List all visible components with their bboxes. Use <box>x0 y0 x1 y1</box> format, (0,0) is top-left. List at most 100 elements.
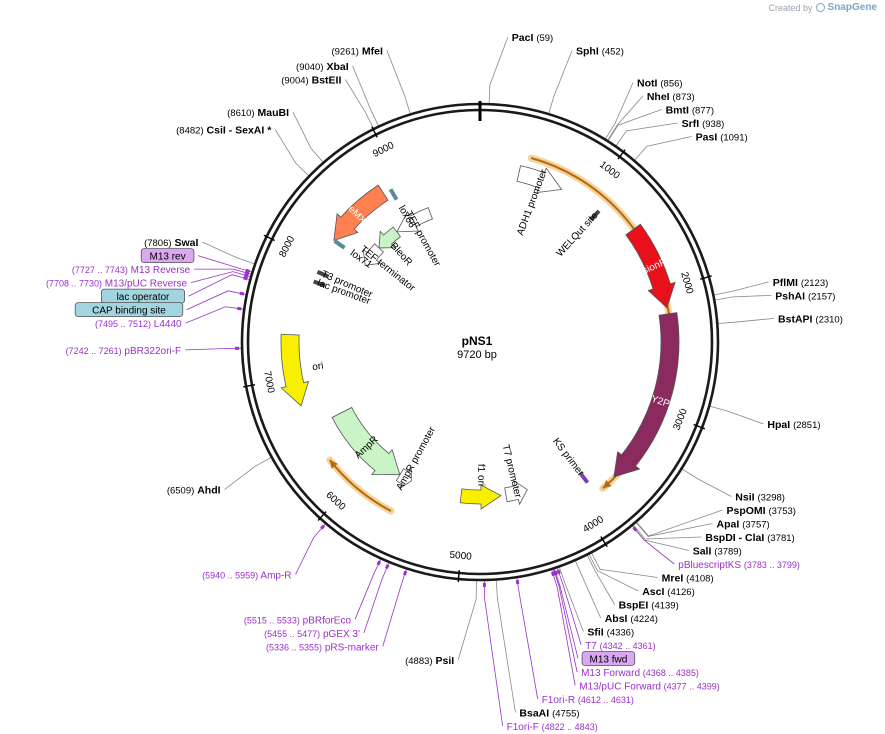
feature-bleor[interactable] <box>378 226 402 249</box>
feature-adh1-promoter[interactable] <box>516 165 563 193</box>
credit-brand: SnapGene <box>827 2 877 13</box>
enzyme-name: AscI <box>642 586 664 598</box>
enzyme-label-text: NheI (873) <box>647 91 695 103</box>
enzyme-name: PasI <box>696 132 718 144</box>
enzyme-label-xbai[interactable]: (9040) XbaI <box>296 61 349 73</box>
enzyme-label-asci[interactable]: AscI (4126) <box>642 586 695 598</box>
enzyme-label-ahdi[interactable]: (6509) AhdI <box>167 485 221 497</box>
enzyme-label-pflmi[interactable]: PflMI (2123) <box>773 277 828 289</box>
enzyme-label-bsteii[interactable]: (9004) BstEII <box>281 74 341 86</box>
enzyme-label-srfi[interactable]: SrfI (938) <box>682 118 725 130</box>
enzyme-label-bmti[interactable]: BmtI (877) <box>666 105 714 117</box>
primer-label-text: (5336 .. 5355) pRS-marker <box>266 642 379 653</box>
enzyme-label-pshai[interactable]: PshAI (2157) <box>775 290 835 302</box>
snapgene-logo-icon <box>815 3 825 12</box>
primer-label-prs-marker[interactable]: (5336 .. 5355) pRS-marker <box>266 642 379 653</box>
enzyme-name: PspOMI <box>726 505 765 517</box>
enzyme-label-absi[interactable]: AbsI (4224) <box>605 613 658 625</box>
enzyme-position: (3298) <box>757 493 784 504</box>
feature-t3-promoter[interactable] <box>316 270 330 279</box>
primer-name: pRS-marker <box>325 642 380 653</box>
primer-label-lac-operator[interactable]: lac operator <box>100 288 185 304</box>
enzyme-position: (2851) <box>793 420 820 431</box>
feature-lac-promoter[interactable] <box>312 279 326 288</box>
primer-range: (7708 .. 7730) <box>46 279 102 289</box>
primer-label-m13-rev[interactable]: M13 rev <box>140 248 195 264</box>
primer-label-f1ori-r[interactable]: F1ori-R (4612 .. 4631) <box>542 695 634 706</box>
enzyme-label-sfii[interactable]: SfiI (4336) <box>587 627 634 639</box>
tick-label: 9000 <box>371 140 396 160</box>
feature-lox71[interactable] <box>333 239 346 250</box>
primer-name: pGEX 3' <box>323 629 360 640</box>
feature-welqut-site[interactable] <box>589 209 601 222</box>
enzyme-name: BstAPI <box>778 313 813 325</box>
primer-label-m13-forward[interactable]: M13 Forward (4368 .. 4385) <box>581 668 699 679</box>
enzyme-label-nsii[interactable]: NsiI (3298) <box>735 492 785 504</box>
enzyme-label-mfei[interactable]: (9261) MfeI <box>331 45 382 57</box>
primer-label-m13-reverse[interactable]: (7727 .. 7743) M13 Reverse <box>72 265 191 276</box>
enzyme-label-bstapi[interactable]: BstAPI (2310) <box>778 313 843 325</box>
enzyme-label-swai[interactable]: (7806) SwaI <box>144 237 198 249</box>
enzyme-label-text: (9004) BstEII <box>281 74 341 86</box>
enzyme-label-maubi[interactable]: (8610) MauBI <box>227 107 289 119</box>
feature-t7-promoter[interactable] <box>504 480 528 506</box>
enzyme-label-mrei[interactable]: MreI (4108) <box>662 573 714 585</box>
enzyme-name: MreI <box>662 573 684 585</box>
primer-label-f1ori-f[interactable]: F1ori-F (4822 .. 4843) <box>507 722 598 733</box>
primer-label-m13-fwd[interactable]: M13 fwd <box>581 651 636 666</box>
enzyme-label-bsaai[interactable]: BsaAI (4755) <box>519 708 579 720</box>
primer-label-t7[interactable]: T7 (4342 .. 4361) <box>585 641 656 652</box>
feature-cry2phr[interactable] <box>613 312 680 478</box>
enzyme-label-csii-sexai[interactable]: (8482) CsiI - SexAI * <box>176 125 272 137</box>
primer-site-marker <box>320 524 326 530</box>
enzyme-label-text: (4883) PsiI <box>405 655 454 667</box>
enzyme-position: (4139) <box>651 601 678 612</box>
enzyme-leader-line <box>386 50 411 114</box>
feature-blemx6[interactable] <box>333 184 389 241</box>
enzyme-label-apai[interactable]: ApaI (3757) <box>717 519 770 531</box>
enzyme-label-bspdi-clai[interactable]: BspDI - ClaI (3781) <box>705 532 794 544</box>
primer-name: Amp-R <box>260 570 291 581</box>
primer-label-m13-puc-reverse[interactable]: (7708 .. 7730) M13/pUC Reverse <box>46 279 188 290</box>
primer-label-pbr322ori-f[interactable]: (7242 .. 7261) pBR322ori-F <box>66 346 182 357</box>
feature-ampr[interactable] <box>331 406 401 476</box>
feature-f1-ori[interactable] <box>459 484 502 510</box>
primer-range: (5455 .. 5477) <box>264 629 320 639</box>
feature-lox66[interactable] <box>388 188 399 201</box>
enzyme-label-sphi[interactable]: SphI (452) <box>576 46 624 58</box>
feature-fusionred[interactable] <box>625 223 676 309</box>
enzyme-label-noti[interactable]: NotI (856) <box>637 78 683 90</box>
primer-leader-line <box>354 559 381 620</box>
feature-ks-primer[interactable] <box>578 471 590 484</box>
enzyme-label-paci[interactable]: PacI (59) <box>512 32 553 44</box>
primer-label-pbluescriptks[interactable]: pBluescriptKS (3783 .. 3799) <box>678 560 800 571</box>
feature-ori[interactable] <box>280 333 310 407</box>
enzyme-label-hpai[interactable]: HpaI (2851) <box>767 419 820 431</box>
primer-label-pbrforeco[interactable]: (5515 .. 5533) pBRforEco <box>244 615 352 626</box>
primer-leader-line <box>185 306 244 324</box>
label-box <box>581 651 636 666</box>
primer-label-m13-puc-forward[interactable]: M13/pUC Forward (4377 .. 4399) <box>579 682 720 693</box>
feature-tef-promoter[interactable] <box>396 207 433 233</box>
primer-label-l4440[interactable]: (7495 .. 7512) L4440 <box>95 319 182 330</box>
enzyme-position: (3789) <box>714 547 741 558</box>
labels-layer: PacI (59) SphI (452) NotI (856)NheI (873) B… <box>46 32 843 733</box>
primer-label-amp-r[interactable]: (5940 .. 5959) Amp-R <box>202 570 291 581</box>
enzyme-label-pasi[interactable]: PasI (1091) <box>696 132 748 144</box>
enzyme-leader-line <box>588 554 639 592</box>
primer-site-marker <box>243 276 248 281</box>
primer-label-text: (5515 .. 5533) pBRforEco <box>244 615 352 626</box>
enzyme-leader-line <box>718 317 775 324</box>
enzyme-leader-line <box>607 95 644 141</box>
enzyme-label-sali[interactable]: SalI (3789) <box>693 546 742 558</box>
enzyme-label-bspei[interactable]: BspEI (4139) <box>619 600 679 612</box>
enzyme-label-pspomi[interactable]: PspOMI (3753) <box>726 505 795 517</box>
enzyme-leader-line <box>292 112 324 163</box>
enzyme-label-nhei[interactable]: NheI (873) <box>647 91 695 103</box>
plasmid-backbone <box>240 101 720 582</box>
primer-label-pgex-3[interactable]: (5455 .. 5477) pGEX 3' <box>264 629 360 640</box>
primer-label-cap-binding-site[interactable]: CAP binding site <box>74 302 184 318</box>
enzyme-label-psii[interactable]: (4883) PsiI <box>405 655 454 667</box>
feature-tef-terminator[interactable] <box>362 243 384 266</box>
